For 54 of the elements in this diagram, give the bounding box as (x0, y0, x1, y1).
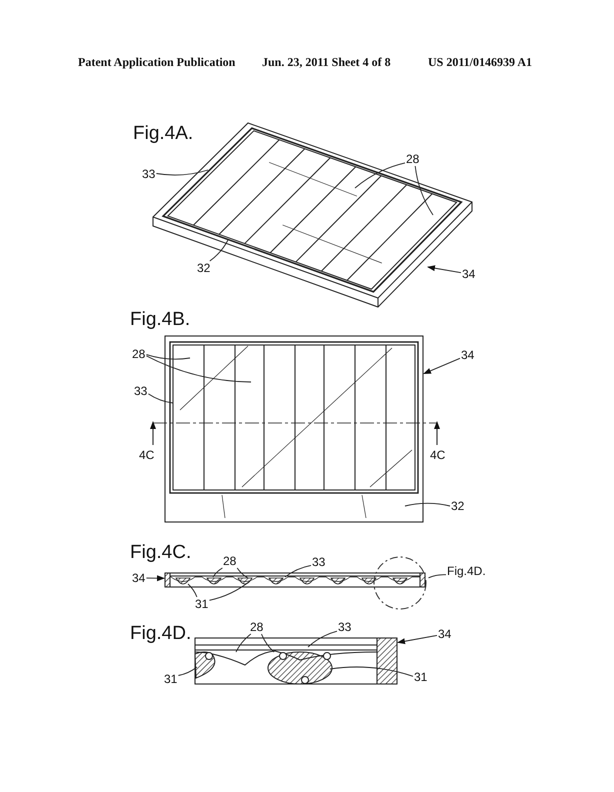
callout-number: 33 (312, 556, 326, 568)
section-label: 4C (430, 449, 446, 461)
leader-line (236, 634, 252, 652)
reference-arrow (397, 634, 438, 644)
leader-line (330, 666, 414, 677)
callout-number: 32 (451, 500, 464, 512)
leader-line (188, 584, 198, 598)
panel-section-drawing (164, 572, 426, 588)
leader-line (428, 574, 446, 578)
leader-line (404, 502, 450, 506)
callout-number: 28 (223, 555, 236, 567)
callout-number: 28 (250, 621, 264, 633)
callout-number: 33 (338, 621, 352, 633)
reference-arrow (423, 358, 460, 374)
figure-label: Fig.4D. (130, 624, 192, 643)
callout-number: 34 (462, 268, 476, 280)
figure-label: Fig.4A. (133, 124, 194, 143)
header-text: Jun. 23, 2011 Sheet 4 of 8 (262, 56, 391, 68)
leader-line (178, 666, 198, 676)
callout-number: 33 (142, 168, 156, 180)
leader-line (212, 568, 223, 578)
leader-line (146, 354, 190, 360)
panel-detail-drawing (194, 638, 398, 684)
detail-reference: Fig.4D. (447, 565, 486, 577)
leader-line (148, 393, 174, 404)
leader-line (208, 580, 250, 601)
figure-label: Fig.4C. (130, 543, 192, 562)
leader-line (284, 564, 312, 578)
leader-line (308, 630, 338, 648)
header-text: Patent Application Publication (78, 56, 236, 68)
reference-arrow (427, 265, 462, 274)
callout-number: 28 (406, 153, 420, 165)
callout-number: 31 (195, 598, 208, 610)
callout-number: 33 (134, 385, 148, 397)
reference-arrow (146, 575, 165, 582)
leader-line (414, 166, 434, 216)
callout-number: 34 (461, 349, 474, 361)
callout-number: 34 (132, 572, 146, 584)
detail-circle (373, 556, 427, 610)
callout-number: 28 (132, 348, 146, 360)
figure-label: Fig.4B. (130, 310, 190, 329)
callout-number: 34 (438, 628, 452, 640)
section-label: 4C (139, 449, 154, 461)
leader-line (354, 162, 406, 188)
callout-number: 32 (197, 262, 210, 274)
callout-number: 31 (414, 671, 428, 683)
leader-line (236, 568, 248, 578)
leader-line (261, 634, 274, 652)
leader-line (156, 170, 208, 176)
callout-number: 31 (164, 673, 178, 685)
solar-panel-plan-drawing (164, 336, 424, 522)
leader-line (146, 355, 252, 382)
leader-line (209, 240, 228, 262)
header-text: US 2011/0146939 A1 (428, 56, 532, 68)
